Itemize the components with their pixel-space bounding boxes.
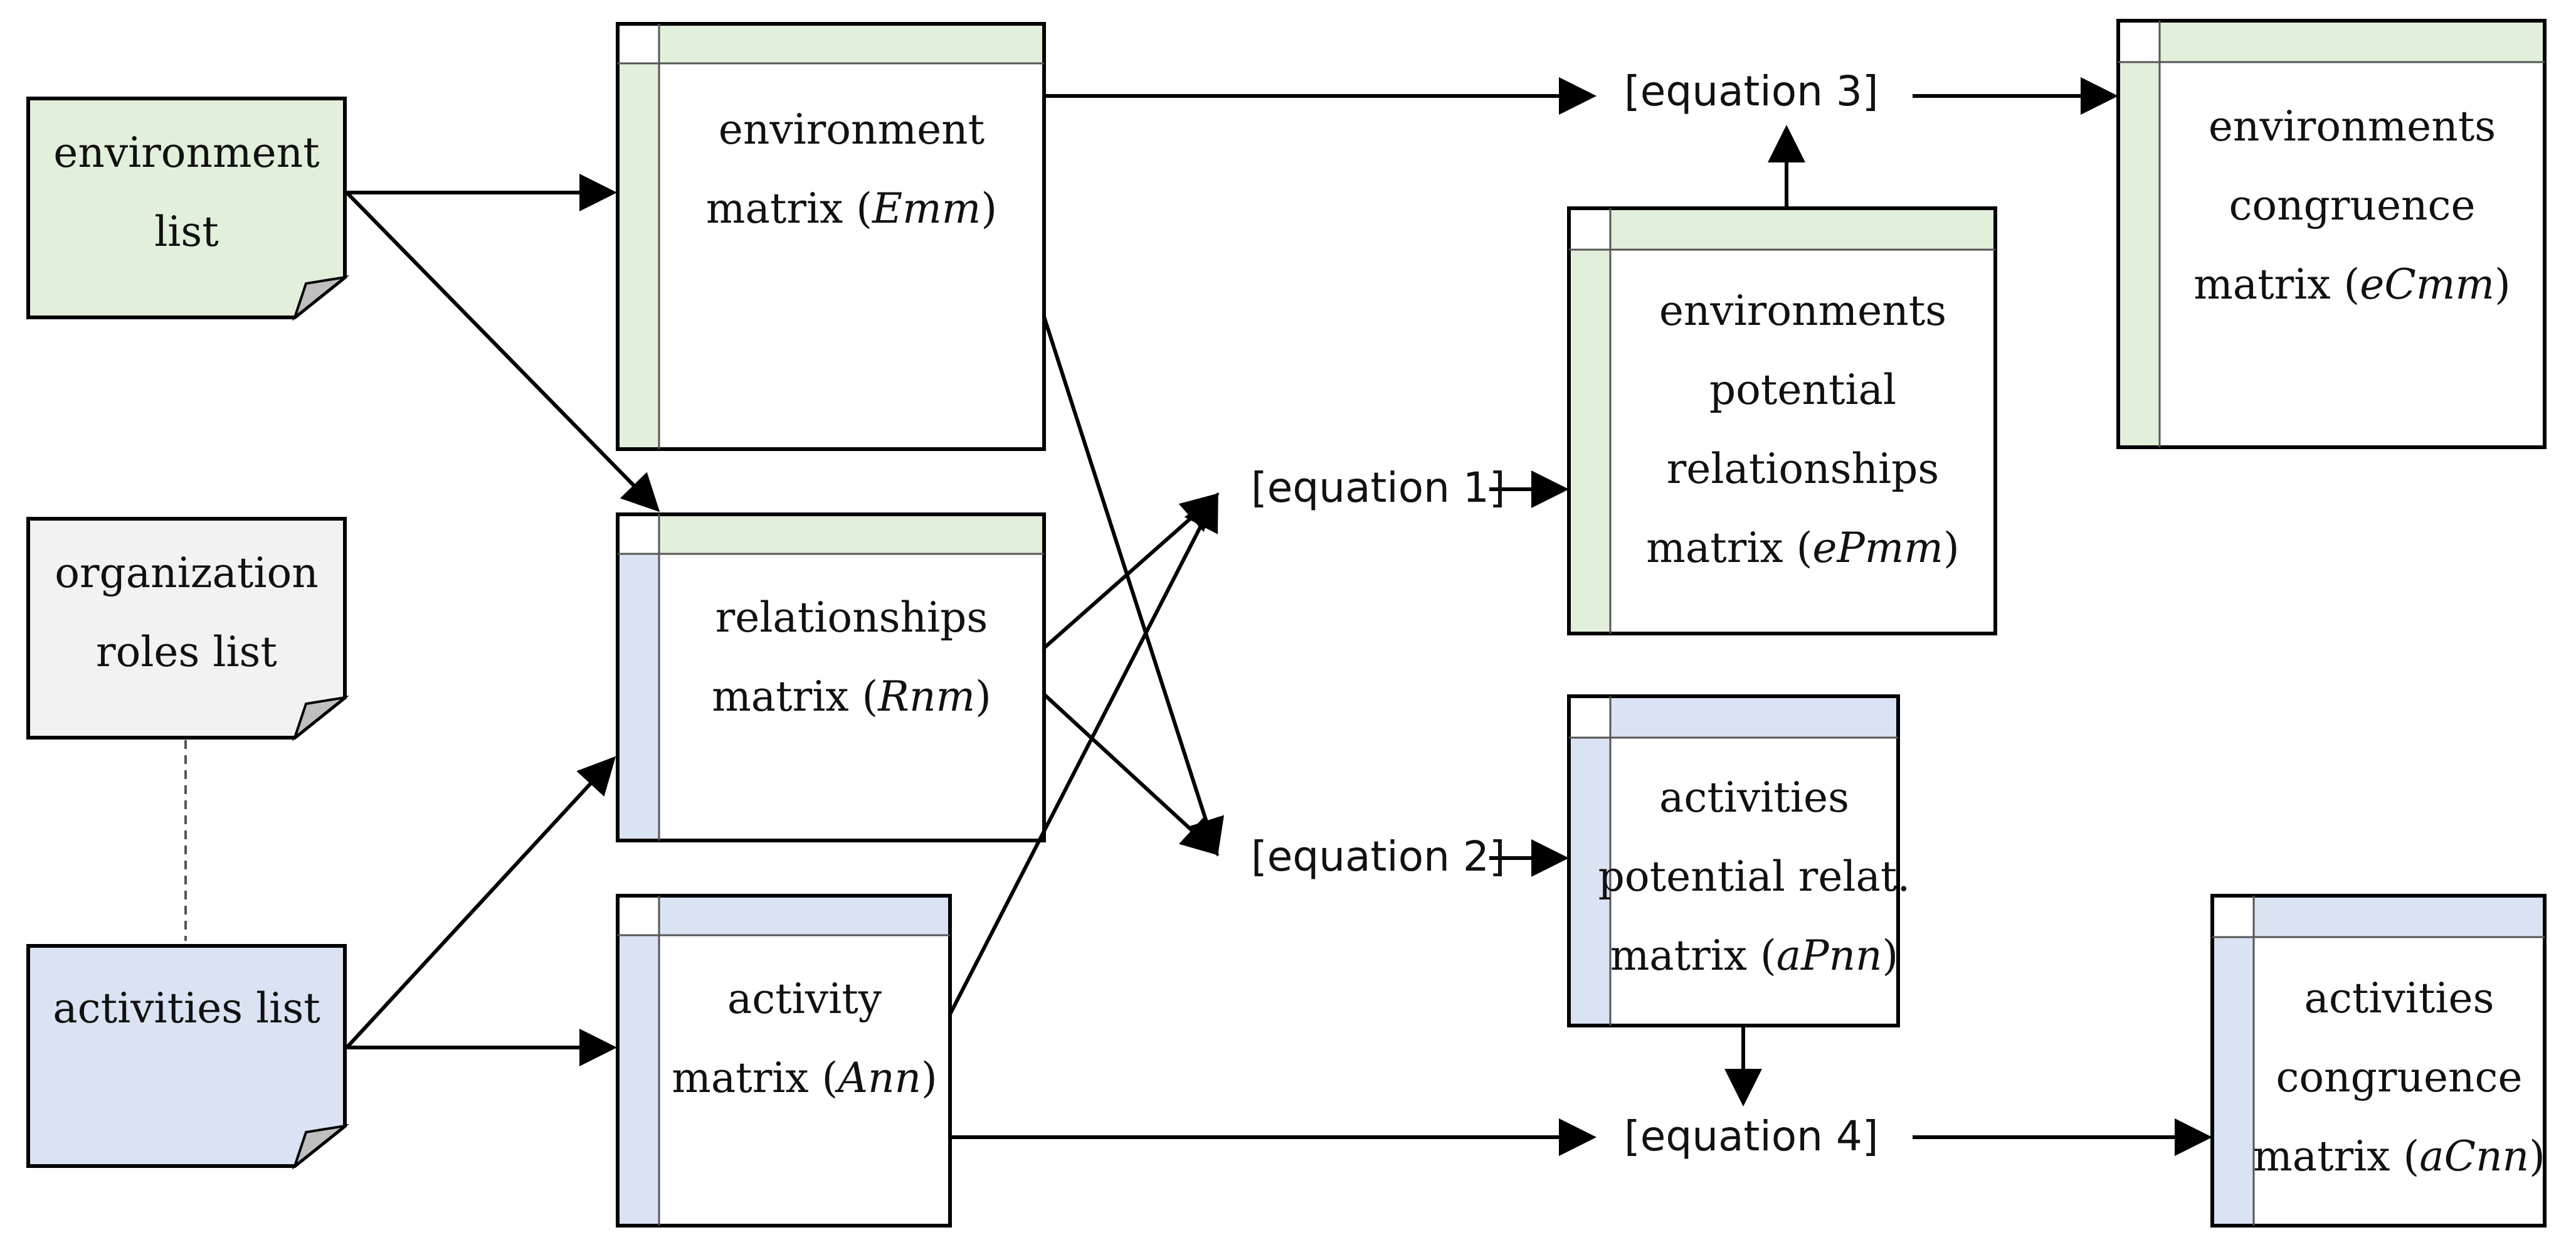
env-potential-matrix-shape [1567,206,1997,635]
roles-list-line-1: organization [55,549,319,597]
env-potential-line-1: environments [1659,287,1947,335]
activity-matrix-prefix: matrix ( [672,1054,838,1102]
act-potential-prefix: matrix ( [1610,931,1776,980]
env-potential-line-3: relationships [1666,445,1940,493]
env-congruence-line-2: congruence [2229,181,2476,230]
act-potential-matrix-shape [1567,694,1900,1027]
roles-list-shape [26,517,350,741]
connectors [345,77,2212,1156]
act-potential-matrix-label: activities potential relat. matrix (aPnn… [1598,756,1911,997]
arrow-envmatrix-to-eq2 [1042,316,1225,857]
arrow-relmatrix-to-eq2 [1042,692,1220,856]
arrow-actlist-to-relmatrix [345,756,616,1049]
relationships-matrix-suffix: ) [975,672,991,721]
act-congruence-suffix: ) [2529,1132,2545,1180]
act-potential-line-2: potential relat. [1598,852,1911,901]
arrow-relmatrix-to-eq1 [1043,493,1220,650]
environment-matrix-var: Emm [872,184,981,233]
equation-1-label: [equation 1] [1251,464,1506,512]
act-congruence-line-2: congruence [2276,1053,2523,1101]
environment-matrix-suffix: ) [981,184,998,233]
env-potential-line-2: potential [1709,366,1897,414]
activities-list-line-1: activities list [53,984,320,1032]
activity-matrix-line-1: activity [727,975,882,1023]
act-congruence-prefix: matrix ( [2253,1132,2420,1180]
activity-matrix-line-2: matrix (Ann) [672,1039,937,1118]
act-congruence-line-3: matrix (aCnn) [2253,1117,2545,1196]
relationships-matrix-line-2: matrix (Rnm) [712,657,991,736]
env-congruence-prefix: matrix ( [2193,260,2360,309]
environment-list-shape [26,97,350,321]
environment-list-line-1: environment [53,129,320,177]
environment-matrix-shape [616,22,1046,451]
activity-matrix-shape [616,894,952,1228]
act-potential-line-1: activities [1659,773,1849,822]
env-congruence-var: eCmm [2360,260,2495,309]
env-congruence-line-1: environments [2208,102,2496,151]
equation-2-label: [equation 2] [1251,832,1506,881]
environment-matrix-label: environment matrix (Emm) [659,88,1044,251]
env-potential-prefix: matrix ( [1646,524,1813,572]
relationships-matrix-label: relationships matrix (Rnm) [659,576,1044,739]
relationships-matrix-prefix: matrix ( [712,672,879,721]
activity-matrix-suffix: ) [921,1054,937,1102]
env-potential-var: ePmm [1812,524,1943,572]
act-potential-suffix: ) [1882,931,1899,980]
relationships-matrix-var: Rnm [878,672,976,721]
roles-list-label: organization roles list [28,519,345,707]
environment-list-line-2: list [154,208,219,256]
act-potential-var: aPnn [1776,931,1882,980]
relationships-matrix-shape [616,512,1046,842]
act-congruence-var: aCnn [2419,1132,2530,1180]
roles-list-line-2: roles list [96,628,277,676]
activities-list-shape [26,944,350,1170]
env-congruence-matrix-label: environments congruence matrix (eCmm) [2160,85,2545,326]
env-potential-matrix-label: environments potential relationships mat… [1610,270,1995,590]
activities-list-label: activities list [28,946,345,1071]
env-congruence-suffix: ) [2494,260,2511,309]
environment-matrix-prefix: matrix ( [705,184,872,233]
env-potential-suffix: ) [1943,524,1960,572]
env-potential-line-4: matrix (ePmm) [1646,509,1959,588]
environment-matrix-line-1: environment [718,105,985,154]
arrow-envlist-to-relmatrix [345,191,660,512]
act-congruence-matrix-label: activities congruence matrix (aCnn) [2253,957,2545,1198]
arrow-actmatrix-to-eq1 [948,492,1218,1016]
environment-matrix-line-2: matrix (Emm) [706,169,997,248]
activity-matrix-label: activity matrix (Ann) [659,957,950,1120]
act-congruence-line-1: activities [2304,973,2494,1022]
equation-4-label: [equation 4] [1624,1112,1879,1160]
activity-matrix-var: Ann [838,1054,921,1102]
environment-list-label: environment list [28,98,345,287]
relationships-matrix-line-1: relationships [715,593,988,642]
env-congruence-matrix-shape [2116,19,2547,449]
act-potential-line-3: matrix (aPnn) [1598,916,1911,995]
equation-3-label: [equation 3] [1624,67,1879,115]
act-congruence-matrix-shape [2210,894,2547,1228]
env-congruence-line-3: matrix (eCmm) [2193,245,2511,324]
